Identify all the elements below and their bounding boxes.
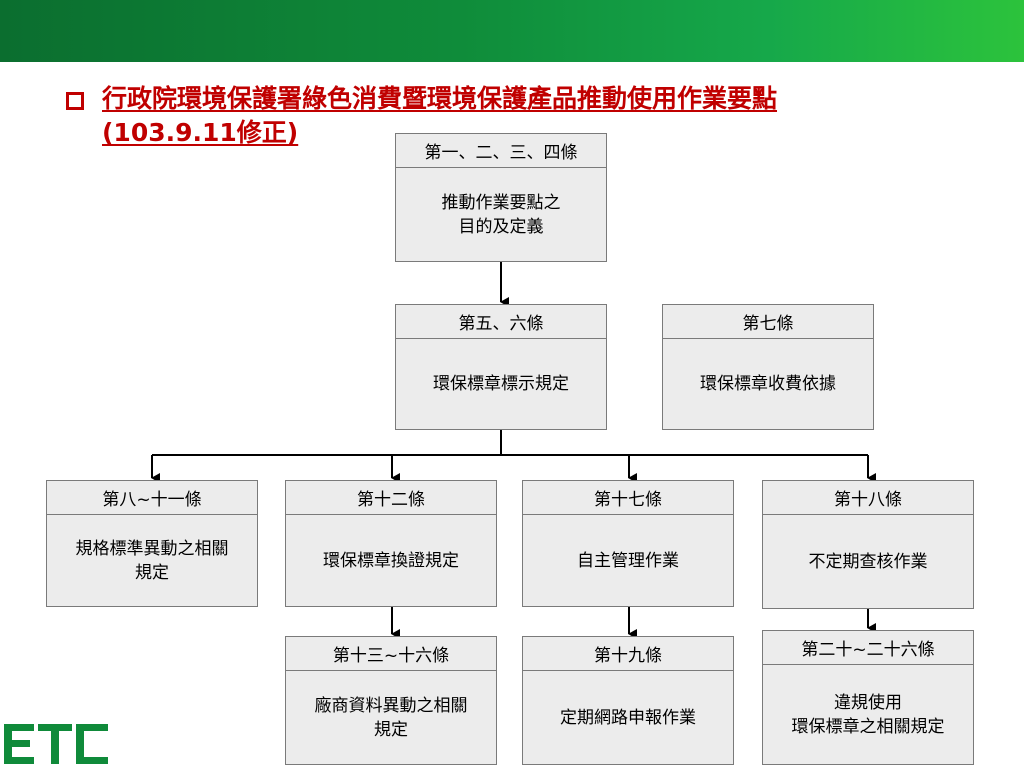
box-header: 第十七條 (523, 481, 733, 515)
box-header: 第二十~二十六條 (763, 631, 973, 665)
box-article-18: 第十八條 不定期查核作業 (762, 480, 974, 609)
box-body: 環保標章收費依據 (700, 374, 836, 394)
box-article-20-26: 第二十~二十六條 違規使用 環保標章之相關規定 (762, 630, 974, 765)
slide-title-line1: 行政院環境保護署綠色消費暨環境保護產品推動使用作業要點 (102, 84, 778, 113)
box-body: 推動作業要點之 目的及定義 (441, 192, 561, 237)
box-header: 第十三~十六條 (286, 637, 496, 671)
box-article-12: 第十二條 環保標章換證規定 (285, 480, 497, 607)
box-header: 第八~十一條 (47, 481, 257, 515)
header-bar (0, 0, 1024, 62)
box-header: 第一、二、三、四條 (396, 134, 606, 168)
box-article-7: 第七條 環保標章收費依據 (662, 304, 874, 430)
box-body: 環保標章換證規定 (323, 550, 459, 571)
box-header: 第七條 (663, 305, 873, 339)
etc-logo (4, 724, 108, 764)
box-body: 廠商資料異動之相關 規定 (314, 695, 468, 740)
box-header: 第五、六條 (396, 305, 606, 339)
box-body: 不定期查核作業 (808, 551, 928, 572)
box-body: 違規使用 環保標章之相關規定 (791, 692, 945, 737)
box-header: 第十九條 (523, 637, 733, 671)
box-article-8-11: 第八~十一條 規格標準異動之相關 規定 (46, 480, 258, 607)
hollow-square-bullet-icon (66, 92, 84, 110)
box-header: 第十八條 (763, 481, 973, 515)
box-body: 規格標準異動之相關 規定 (75, 538, 229, 583)
box-article-5-6: 第五、六條 環保標章標示規定 (395, 304, 607, 430)
slide-title-line2: (103.9.11修正) (102, 118, 299, 147)
box-header: 第十二條 (286, 481, 496, 515)
box-body: 環保標章標示規定 (433, 374, 569, 394)
box-article-19: 第十九條 定期網路申報作業 (522, 636, 734, 765)
box-article-13-16: 第十三~十六條 廠商資料異動之相關 規定 (285, 636, 497, 765)
box-body: 定期網路申報作業 (560, 707, 696, 728)
slide-title: 行政院環境保護署綠色消費暨環境保護產品推動使用作業要點 (103.9.11修正) (102, 82, 902, 150)
box-body: 自主管理作業 (577, 550, 679, 571)
box-article-1-4: 第一、二、三、四條 推動作業要點之 目的及定義 (395, 133, 607, 262)
box-article-17: 第十七條 自主管理作業 (522, 480, 734, 607)
